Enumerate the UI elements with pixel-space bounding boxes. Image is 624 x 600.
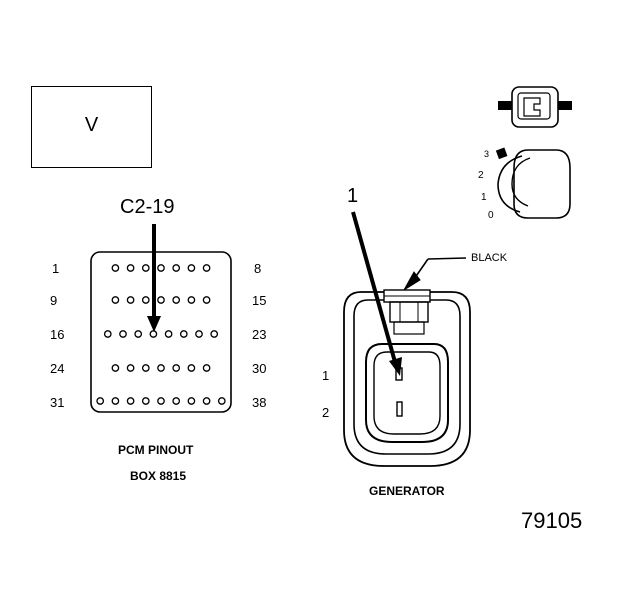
pcm-pin	[202, 296, 211, 304]
pcm-right-number: 30	[252, 361, 267, 376]
pcm-pin	[111, 264, 120, 272]
pcm-pin	[111, 296, 120, 304]
pcm-pin	[164, 330, 173, 338]
view-label-box: V	[31, 86, 152, 168]
dial-mark: 0	[488, 210, 494, 221]
generator-color-label: BLACK	[471, 252, 508, 264]
pcm-pin	[210, 330, 219, 338]
dial-mark: 3	[484, 149, 490, 159]
pcm-pin	[157, 264, 165, 272]
pcm-pin	[172, 364, 181, 372]
pcm-arrow-head	[147, 316, 161, 332]
pcm-left-number: 1	[52, 261, 60, 276]
pcm-pin	[111, 397, 120, 405]
pcm-pin	[187, 264, 196, 272]
generator-terminal-2	[396, 401, 403, 417]
pcm-pin	[187, 364, 196, 372]
pcm-pin	[126, 364, 135, 372]
color-leader-line	[427, 257, 467, 260]
pcm-pin	[172, 296, 181, 304]
pcm-pin	[126, 397, 135, 405]
pcm-pin	[111, 364, 120, 372]
pcm-pin	[202, 397, 211, 405]
pcm-pin	[157, 397, 165, 405]
pcm-left-number: 16	[50, 327, 65, 342]
pcm-pin	[141, 264, 150, 272]
pcm-pin	[187, 397, 196, 405]
pcm-pin	[119, 330, 127, 338]
pcm-connector-body	[90, 251, 232, 413]
pcm-pin	[202, 264, 211, 272]
pcm-pin-grid	[96, 264, 226, 405]
generator-pin-number: 1	[322, 368, 330, 383]
pcm-right-number: 23	[252, 327, 267, 342]
pcm-callout-label: C2-19	[120, 196, 175, 218]
pcm-left-number: 31	[50, 395, 65, 410]
pcm-pin	[126, 264, 135, 272]
pcm-pin	[157, 364, 165, 372]
pcm-pin	[195, 330, 203, 338]
generator-callout-label: 1	[347, 185, 359, 207]
pcm-right-number: 15	[252, 293, 267, 308]
pcm-left-number: 24	[50, 361, 65, 376]
pcm-pin	[103, 330, 112, 338]
pcm-pin	[149, 330, 158, 338]
view-label: V	[84, 114, 99, 136]
generator-pin-number: 2	[322, 405, 330, 420]
pcm-pin	[157, 296, 165, 304]
pcm-pin	[96, 397, 105, 405]
pcm-pin	[202, 364, 211, 372]
generator-arrow-head	[389, 357, 402, 376]
pcm-pin	[179, 330, 188, 338]
pcm-pin	[187, 296, 196, 304]
generator-title: GENERATOR	[369, 484, 445, 498]
pcm-pin	[172, 397, 181, 405]
dial-mark: 1	[481, 192, 487, 203]
pcm-pin	[217, 397, 226, 405]
figure-id: 79105	[521, 508, 583, 533]
position-dial-icon	[495, 147, 571, 219]
dial-mark: 2	[478, 170, 484, 181]
pcm-left-number: 9	[50, 293, 58, 308]
pcm-title: PCM PINOUT	[118, 443, 194, 457]
pcm-right-number: 38	[252, 395, 267, 410]
pcm-pin	[126, 296, 135, 304]
pcm-pin	[134, 330, 143, 338]
pcm-pin	[141, 397, 150, 405]
generator-callout-arrow	[351, 211, 397, 363]
pcm-pin	[172, 264, 181, 272]
pcm-subtitle: BOX 8815	[130, 469, 187, 483]
connector-icon	[498, 86, 572, 128]
generator-connector	[343, 289, 471, 467]
pcm-right-number: 8	[254, 261, 262, 276]
pcm-pin	[141, 364, 150, 372]
pcm-pin	[141, 296, 150, 304]
